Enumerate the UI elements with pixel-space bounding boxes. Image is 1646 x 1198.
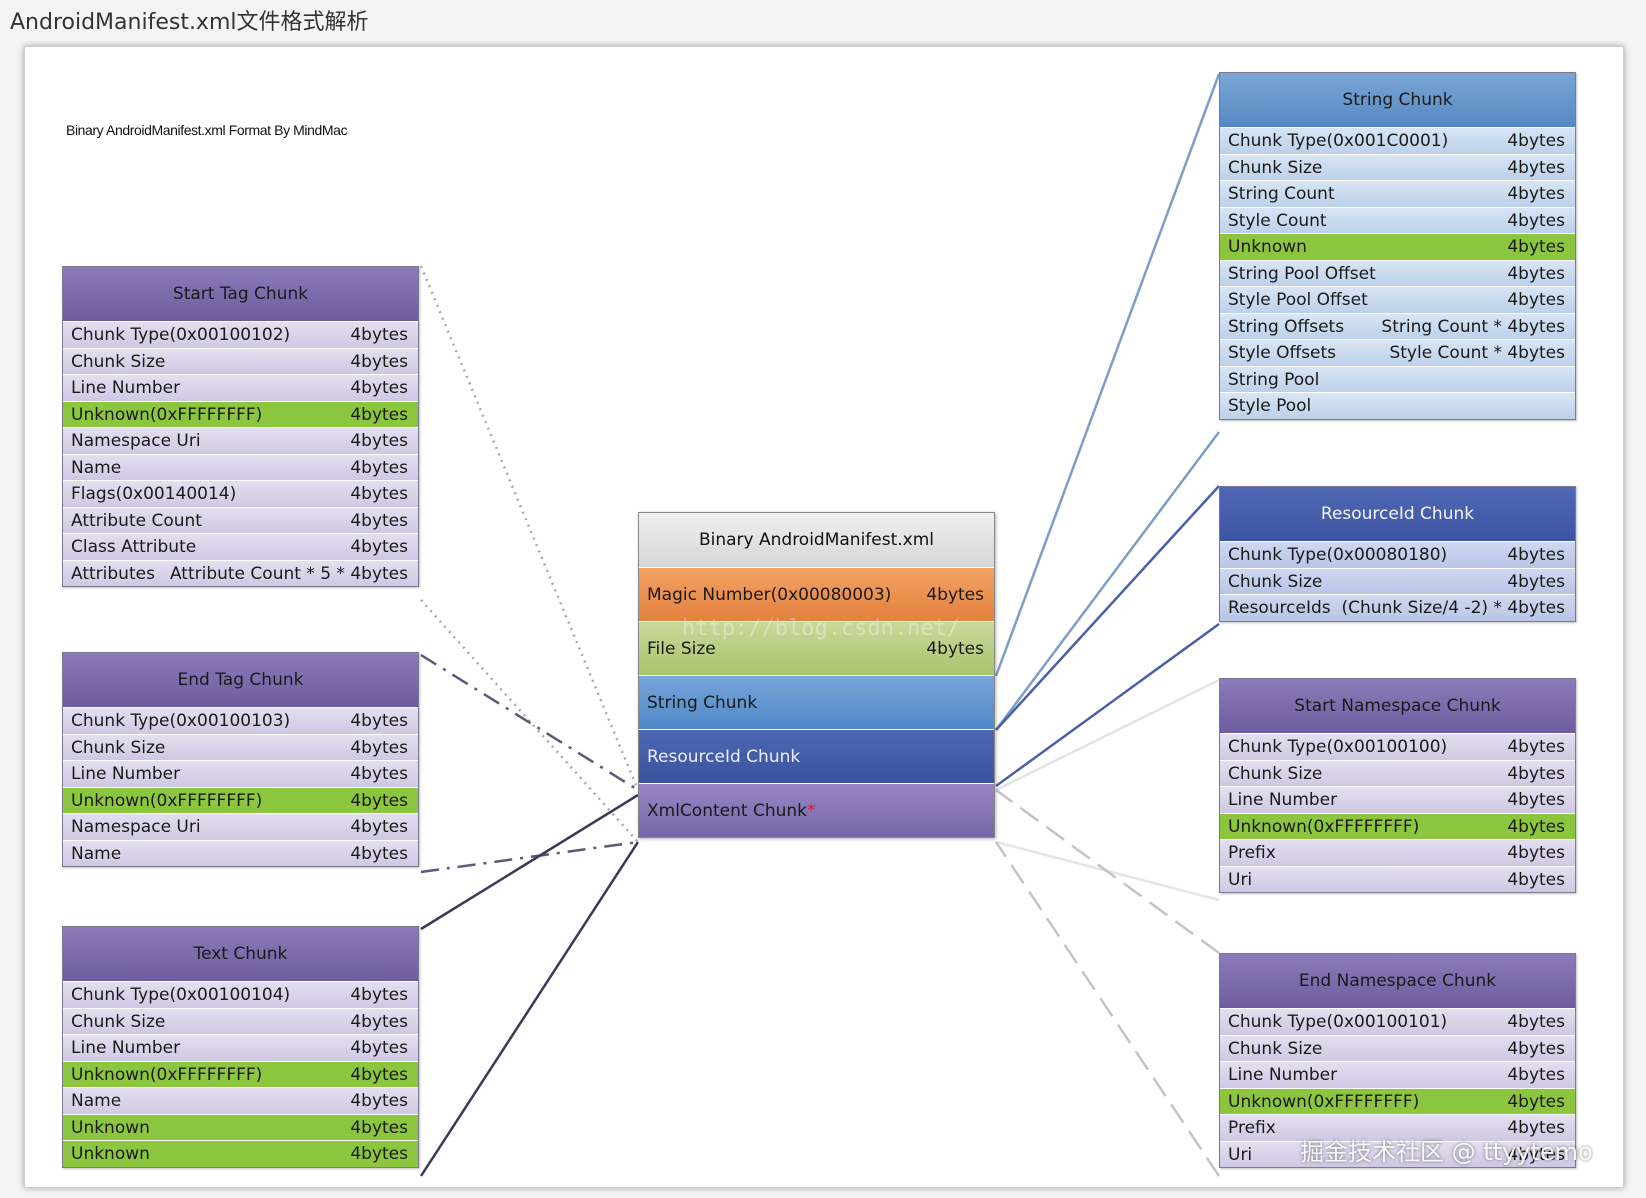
main-row-label: ResourceId Chunk xyxy=(647,747,801,767)
connector-end-ns-bottom xyxy=(994,841,1221,1177)
main-row-size: 4bytes xyxy=(926,639,984,659)
required-marker: * xyxy=(806,801,816,821)
connector-string-top xyxy=(994,73,1221,677)
diagram-title: Binary AndroidManifest.xml Format By Min… xyxy=(66,122,348,138)
text-chunk: Text Chunk Chunk Type(0x00100104)4bytes … xyxy=(62,926,419,1168)
main-row-label: Magic Number(0x00080003) xyxy=(647,585,892,605)
chunk-title: String Chunk xyxy=(1220,73,1575,127)
chunk-row: ResourceIds(Chunk Size/4 -2) * 4bytes xyxy=(1220,594,1575,621)
chunk-row-highlighted: Unknown(0xFFFFFFFF)4bytes xyxy=(63,1060,418,1087)
start-namespace-chunk: Start Namespace Chunk Chunk Type(0x00100… xyxy=(1219,678,1576,893)
connector-resource-bottom xyxy=(995,622,1220,788)
main-row-size: 4bytes xyxy=(926,585,984,605)
chunk-row: Chunk Type(0x00100102)4bytes xyxy=(63,321,418,348)
main-row-string-chunk: String Chunk xyxy=(639,675,994,729)
main-row-label: String Chunk xyxy=(647,693,758,713)
main-row-label: XmlContent Chunk* xyxy=(647,801,816,821)
main-row-xmlcontent-chunk: XmlContent Chunk* xyxy=(639,783,994,837)
main-row-label: File Size xyxy=(647,639,716,659)
chunk-row-highlighted: Unknown(0xFFFFFFFF)4bytes xyxy=(63,786,418,813)
connector-end-tag-top xyxy=(420,653,639,792)
connector-start-tag-bottom xyxy=(420,599,639,843)
chunk-title: Text Chunk xyxy=(63,927,418,981)
chunk-row: Flags(0x00140014)4bytes xyxy=(63,480,418,507)
connector-resource-top xyxy=(995,485,1220,731)
chunk-row-highlighted: Unknown(0xFFFFFFFF)4bytes xyxy=(1220,812,1575,839)
chunk-row: Chunk Type(0x001C0001)4bytes xyxy=(1220,127,1575,154)
chunk-row: Chunk Type(0x00080180)4bytes xyxy=(1220,541,1575,568)
chunk-row: Style Pool xyxy=(1220,392,1575,419)
chunk-row: Chunk Type(0x00100100)4bytes xyxy=(1220,733,1575,760)
main-row-resourceid-chunk: ResourceId Chunk xyxy=(639,729,994,783)
chunk-title: Start Namespace Chunk xyxy=(1220,679,1575,733)
connector-text-bottom xyxy=(419,841,640,1177)
site-watermark: 掘金技术社区 @ ttyytemo xyxy=(1300,1138,1593,1166)
chunk-row: Chunk Type(0x00100103)4bytes xyxy=(63,707,418,734)
chunk-title: End Tag Chunk xyxy=(63,653,418,707)
chunk-row: Chunk Type(0x00100101)4bytes xyxy=(1220,1008,1575,1035)
chunk-title: Start Tag Chunk xyxy=(63,267,418,321)
connector-start-tag-top xyxy=(419,265,640,791)
main-row-magic-number: Magic Number(0x00080003) 4bytes xyxy=(639,567,994,621)
string-chunk: String Chunk Chunk Type(0x001C0001)4byte… xyxy=(1219,72,1576,420)
chunk-title: ResourceId Chunk xyxy=(1220,487,1575,541)
connector-start-ns-top xyxy=(995,678,1220,792)
binary-manifest-title: Binary AndroidManifest.xml xyxy=(639,513,994,567)
connector-end-ns-top xyxy=(995,788,1220,955)
connector-string-bottom xyxy=(994,431,1221,731)
chunk-row-highlighted: Unknown(0xFFFFFFFF)4bytes xyxy=(63,400,418,427)
chunk-row: String Pool xyxy=(1220,365,1575,392)
main-row-file-size: File Size 4bytes xyxy=(639,621,994,675)
end-namespace-chunk: End Namespace Chunk Chunk Type(0x0010010… xyxy=(1219,953,1576,1168)
chunk-row-highlighted: Unknown(0xFFFFFFFF)4bytes xyxy=(1220,1087,1575,1114)
start-tag-chunk: Start Tag Chunk Chunk Type(0x00100102)4b… xyxy=(62,266,419,587)
chunk-row: Chunk Type(0x00100104)4bytes xyxy=(63,981,418,1008)
connector-text-top xyxy=(420,793,639,931)
resourceid-chunk: ResourceId Chunk Chunk Type(0x00080180)4… xyxy=(1219,486,1576,622)
page-title: AndroidManifest.xml文件格式解析 xyxy=(10,10,369,35)
chunk-title: End Namespace Chunk xyxy=(1220,954,1575,1008)
end-tag-chunk: End Tag Chunk Chunk Type(0x00100103)4byt… xyxy=(62,652,419,867)
binary-manifest-structure: Binary AndroidManifest.xml Magic Number(… xyxy=(638,512,995,838)
connector-end-tag-bottom xyxy=(420,840,639,874)
